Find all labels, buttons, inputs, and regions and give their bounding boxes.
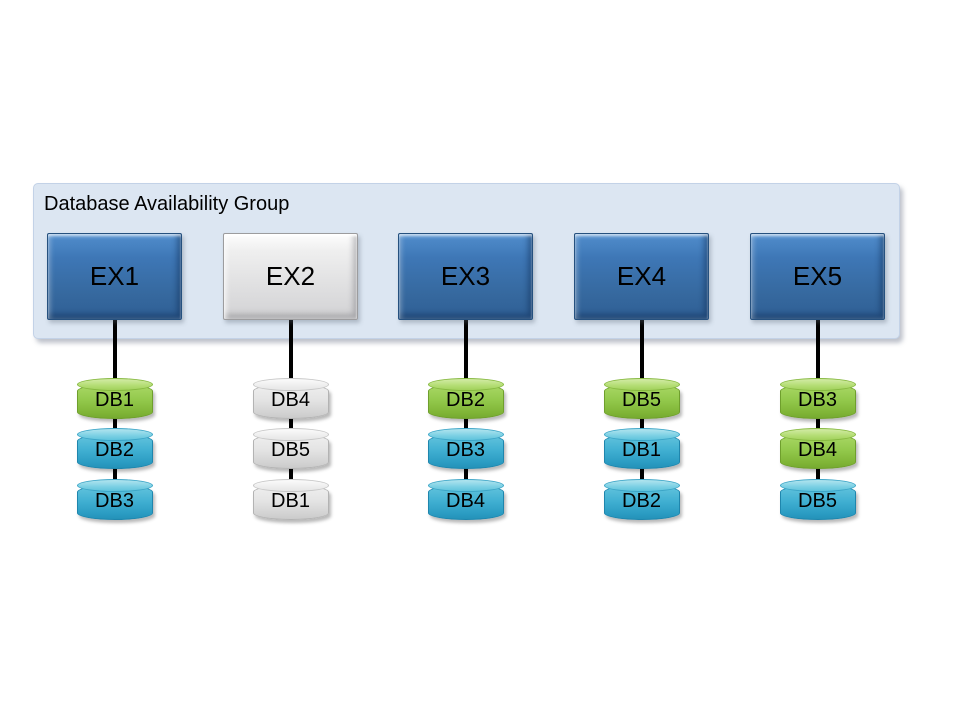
database-label: DB5 <box>798 490 837 512</box>
cylinder-top <box>603 479 680 492</box>
database-cylinder: DB1 <box>252 479 329 520</box>
cylinder-top <box>779 378 856 391</box>
database-cylinder: DB4 <box>427 479 504 520</box>
database-cylinder: DB1 <box>603 428 680 469</box>
cylinder-top <box>427 378 504 391</box>
cylinder-top <box>252 479 329 492</box>
cylinder-top <box>779 428 856 441</box>
database-label: DB1 <box>95 389 134 411</box>
cylinder-body <box>252 384 329 419</box>
database-cylinder: DB3 <box>427 428 504 469</box>
database-cylinder: DB5 <box>779 479 856 520</box>
server-box-ex1: EX1 <box>47 233 182 320</box>
database-label: DB4 <box>798 439 837 461</box>
database-cylinder: DB2 <box>76 428 153 469</box>
server-label: EX1 <box>89 261 140 291</box>
cylinder-top <box>779 479 856 492</box>
database-label: DB3 <box>446 439 485 461</box>
cylinder-top <box>427 428 504 441</box>
database-label: DB4 <box>446 490 485 512</box>
server-column-ex1: EX1 DB1 DB2 DB3 <box>47 233 182 523</box>
cylinder-top <box>427 479 504 492</box>
database-label: DB1 <box>271 490 310 512</box>
database-cylinder: DB4 <box>779 428 856 469</box>
server-box-ex5: EX5 <box>750 233 885 320</box>
database-cylinder: DB5 <box>252 428 329 469</box>
server-label: EX3 <box>440 261 491 291</box>
database-cylinder: DB4 <box>252 378 329 419</box>
server-column-ex3: EX3 DB2 DB3 DB4 <box>398 233 533 523</box>
database-cylinder: DB5 <box>603 378 680 419</box>
cylinder-top <box>603 428 680 441</box>
cylinder-body <box>76 485 153 520</box>
database-cylinder: DB3 <box>76 479 153 520</box>
server-label: EX2 <box>265 261 316 291</box>
database-label: DB4 <box>271 389 310 411</box>
database-cylinder: DB2 <box>427 378 504 419</box>
database-label: DB1 <box>622 439 661 461</box>
server-column-ex2: EX2 DB4 DB5 DB1 <box>223 233 358 523</box>
database-cylinder: DB3 <box>779 378 856 419</box>
server-column-ex4: EX4 DB5 DB1 DB2 <box>574 233 709 523</box>
cylinder-top <box>76 428 153 441</box>
database-label: DB3 <box>798 389 837 411</box>
cylinder-top <box>252 428 329 441</box>
cylinder-top <box>76 378 153 391</box>
server-label: EX5 <box>792 261 843 291</box>
server-box-ex4: EX4 <box>574 233 709 320</box>
database-label: DB3 <box>95 490 134 512</box>
server-box-ex2: EX2 <box>223 233 358 320</box>
database-label: DB2 <box>622 490 661 512</box>
cylinder-top <box>603 378 680 391</box>
database-cylinder: DB2 <box>603 479 680 520</box>
server-label: EX4 <box>616 261 667 291</box>
database-label: DB5 <box>271 439 310 461</box>
cylinder-body <box>76 384 153 419</box>
server-box-ex3: EX3 <box>398 233 533 320</box>
database-label: DB5 <box>622 389 661 411</box>
database-label: DB2 <box>95 439 134 461</box>
cylinder-top <box>252 378 329 391</box>
database-label: DB2 <box>446 389 485 411</box>
database-cylinder: DB1 <box>76 378 153 419</box>
dag-title: Database Availability Group <box>44 193 290 215</box>
cylinder-top <box>76 479 153 492</box>
server-column-ex5: EX5 DB3 DB4 DB5 <box>750 233 885 523</box>
